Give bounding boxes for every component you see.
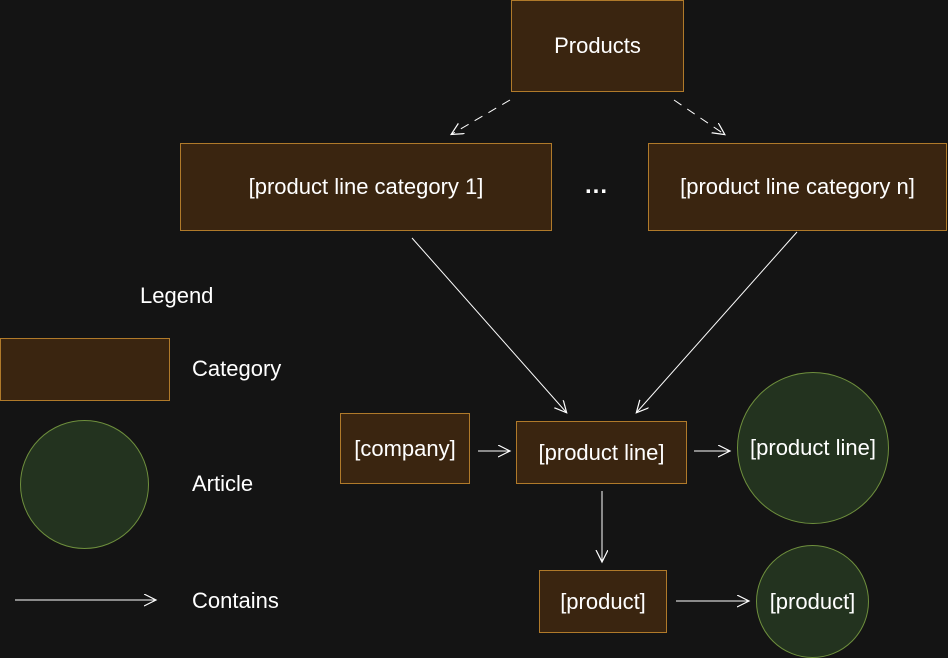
- company-node[interactable]: [company]: [340, 413, 470, 484]
- product-line-article-node[interactable]: [product line]: [737, 372, 889, 524]
- product-line-node-label: [product line]: [538, 439, 665, 465]
- legend-article-swatch: [20, 420, 149, 549]
- product-node-label: [product]: [560, 588, 646, 614]
- product-article-node-label: [product]: [769, 588, 856, 614]
- category-1-node[interactable]: [product line category 1]: [180, 143, 552, 231]
- product-article-node[interactable]: [product]: [756, 545, 869, 658]
- legend-article-label: Article: [192, 471, 254, 496]
- legend-category-label: Category: [192, 356, 282, 381]
- category-n-node-label: [product line category n]: [680, 174, 915, 199]
- legend-contains-label: Contains: [192, 588, 279, 613]
- product-line-article-node-label: [product line]: [750, 435, 876, 460]
- products-node[interactable]: Products: [511, 0, 684, 92]
- product-node[interactable]: [product]: [539, 570, 667, 633]
- product-line-node[interactable]: [product line]: [516, 421, 687, 484]
- ellipsis-label: ...: [585, 172, 609, 199]
- company-node-label: [company]: [354, 435, 456, 461]
- category-1-node-label: [product line category 1]: [248, 174, 484, 199]
- edge-products-to-category-1: [452, 99, 511, 134]
- legend-title: Legend: [140, 283, 214, 308]
- products-node-label: Products: [554, 33, 641, 58]
- legend-category-swatch: [0, 338, 170, 401]
- edge-category-1-to-product-line: [411, 237, 566, 412]
- edge-category-n-to-product-line: [637, 231, 798, 412]
- category-n-node[interactable]: [product line category n]: [648, 143, 947, 231]
- edge-products-to-category-n: [673, 99, 724, 134]
